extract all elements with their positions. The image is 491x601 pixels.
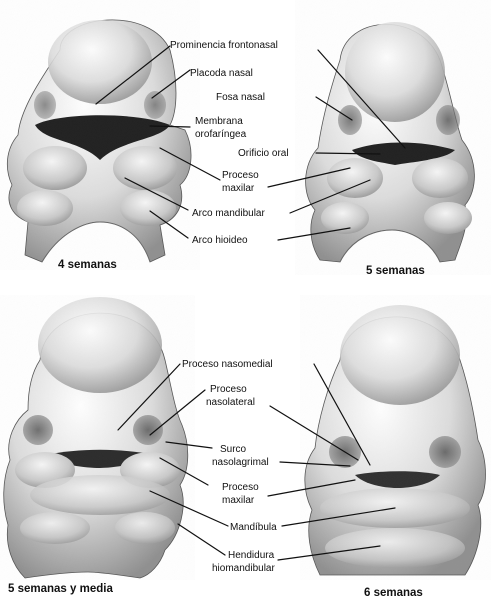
label-proceso-maxilar-top-line2: maxilar [222, 183, 255, 194]
label-surco-line1: Surco [220, 444, 247, 455]
embryo-5-weeks [295, 0, 491, 275]
label-proceso-maxilar-top-line1: Proceso [222, 170, 259, 181]
label-prominencia-frontonasal: Prominencia frontonasal [170, 40, 278, 51]
label-arco-hioideo: Arco hioideo [192, 235, 248, 246]
stage-label-5-weeks: 5 semanas [366, 265, 425, 277]
label-proceso-nasolateral-line1: Proceso [210, 384, 247, 395]
label-hendidura-line2: hiomandibular [212, 563, 275, 574]
label-hendidura-line1: Hendidura [228, 550, 275, 561]
embryo-6-weeks [300, 295, 491, 580]
label-mandibula: Mandíbula [230, 522, 277, 533]
label-arco-mandibular: Arco mandibular [192, 208, 265, 219]
label-fosa-nasal: Fosa nasal [216, 92, 265, 103]
stage-label-5-5-weeks: 5 semanas y media [8, 583, 113, 595]
label-surco-line2: nasolagrimal [212, 457, 269, 468]
stage-label-6-weeks: 6 semanas [364, 587, 423, 599]
label-placoda-nasal: Placoda nasal [190, 68, 253, 79]
label-proceso-nasomedial: Proceso nasomedial [182, 359, 273, 370]
label-membrana-line1: Membrana [195, 116, 243, 127]
label-membrana-line2: orofaríngea [195, 129, 247, 140]
stage-label-4-weeks: 4 semanas [58, 259, 117, 271]
label-proceso-nasolateral-line2: nasolateral [206, 397, 255, 408]
label-proceso-maxilar-bottom-line2: maxilar [222, 495, 255, 506]
label-proceso-maxilar-bottom-line1: Proceso [222, 482, 259, 493]
embryo-5-5-weeks [0, 295, 195, 580]
label-orificio-oral: Orificio oral [238, 148, 289, 159]
